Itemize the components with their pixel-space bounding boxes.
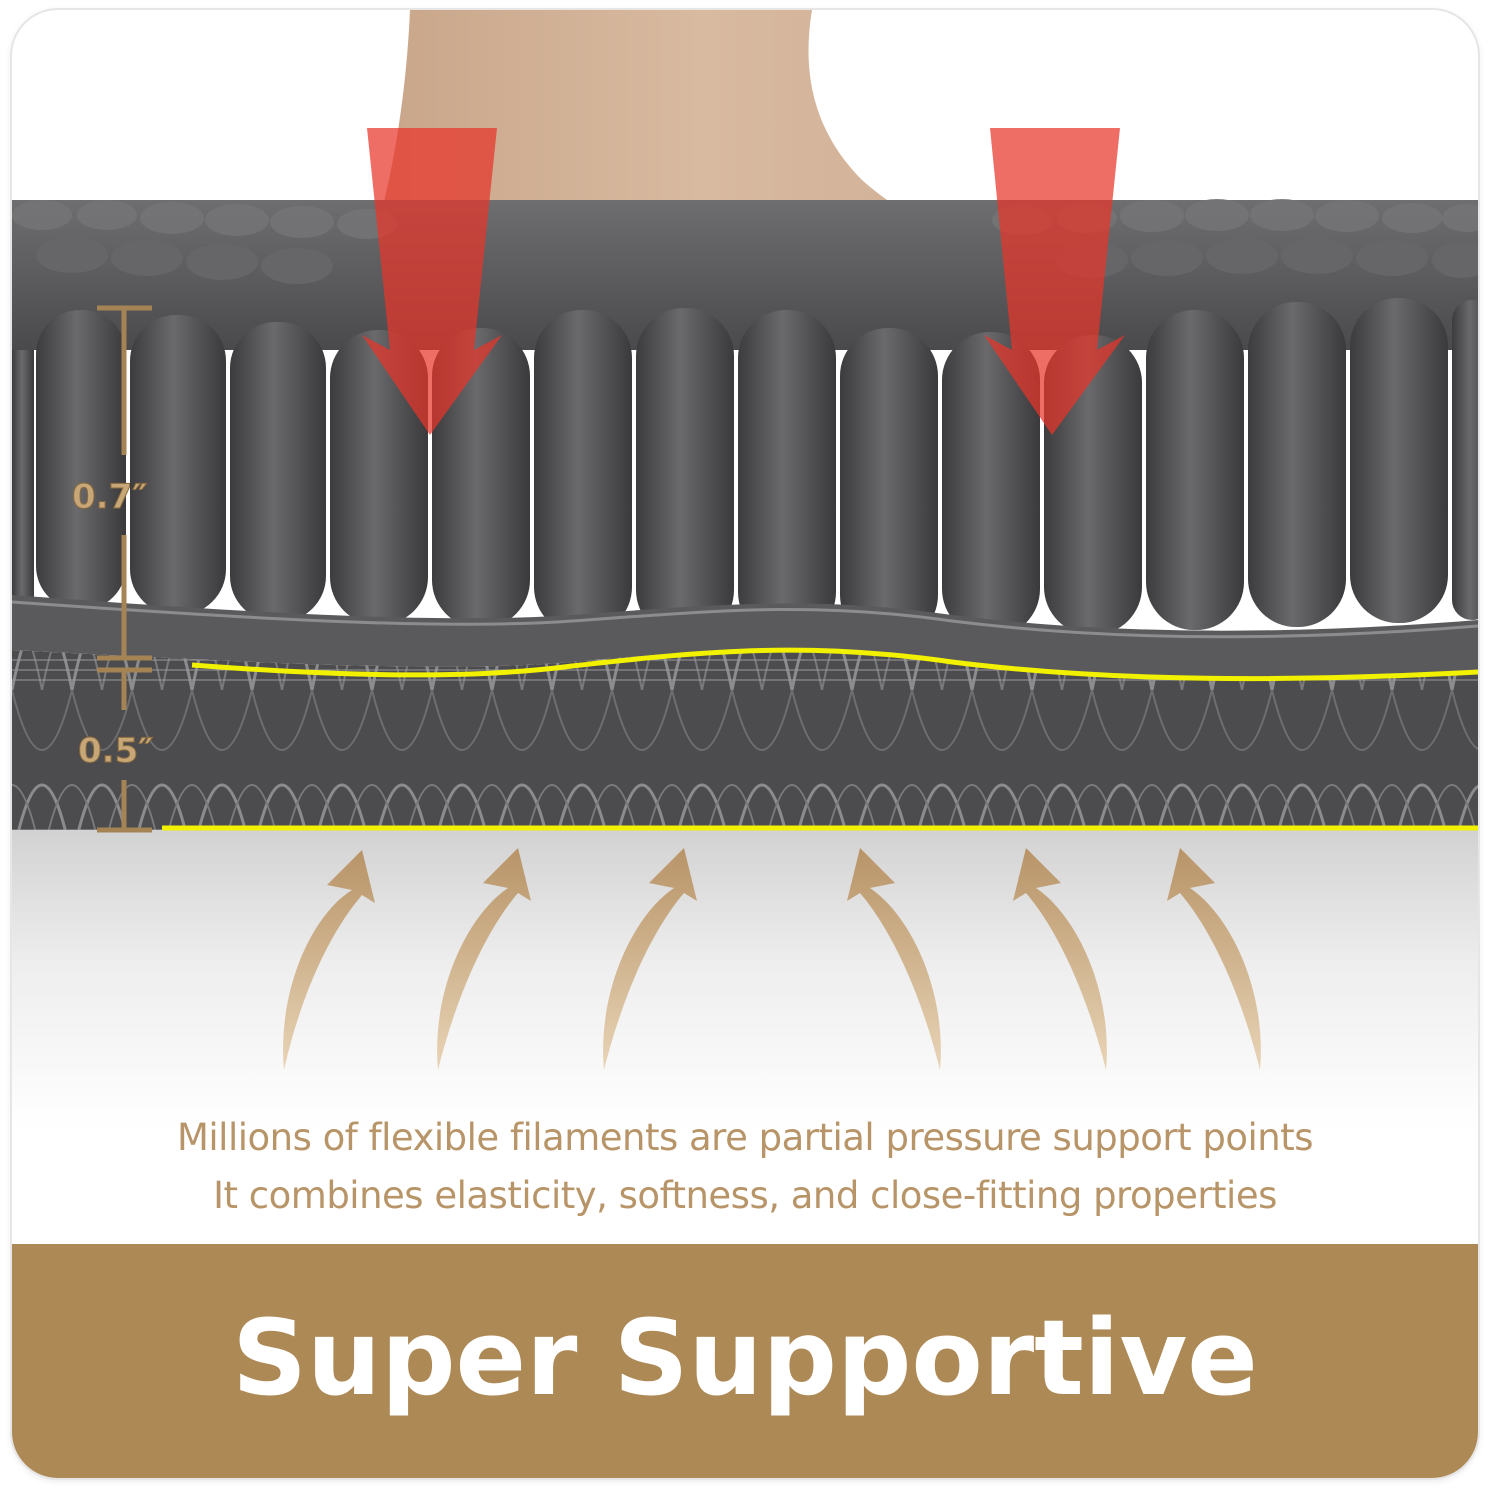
arrow-up-curved-icon	[283, 850, 375, 1070]
dimension-label-bottom: 0.5″	[78, 731, 153, 771]
mat-cross-section-illustration: 0.7″ 0.5″	[12, 10, 1478, 1070]
highlight-line-top	[191, 647, 1478, 682]
arrow-down-icon	[362, 128, 502, 435]
arrow-up-curved-icon	[1013, 848, 1107, 1070]
caption-line-2: It combines elasticity, softness, and cl…	[213, 1174, 1277, 1217]
mesh-support-layer	[12, 648, 1478, 830]
fabric-base-layer	[12, 595, 1478, 677]
dimension-marker-bottom	[97, 667, 152, 833]
arrow-up-curved-icon	[603, 848, 697, 1070]
support-arrows	[283, 848, 1261, 1070]
title-banner: Super Supportive	[12, 1244, 1478, 1478]
caption-line-1: Millions of flexible filaments are parti…	[176, 1116, 1314, 1159]
product-card: 0.7″ 0.5″ Millions of flexible filaments…	[12, 10, 1478, 1478]
arrow-up-curved-icon	[1167, 848, 1261, 1070]
dimension-marker-top	[97, 305, 152, 661]
filament-pillars	[12, 298, 1478, 643]
arrow-down-icon	[984, 128, 1125, 435]
arrow-up-curved-icon	[847, 848, 941, 1070]
dimension-label-top: 0.7″	[72, 477, 147, 517]
banner-title: Super Supportive	[232, 1297, 1258, 1419]
arrow-up-curved-icon	[437, 848, 531, 1070]
